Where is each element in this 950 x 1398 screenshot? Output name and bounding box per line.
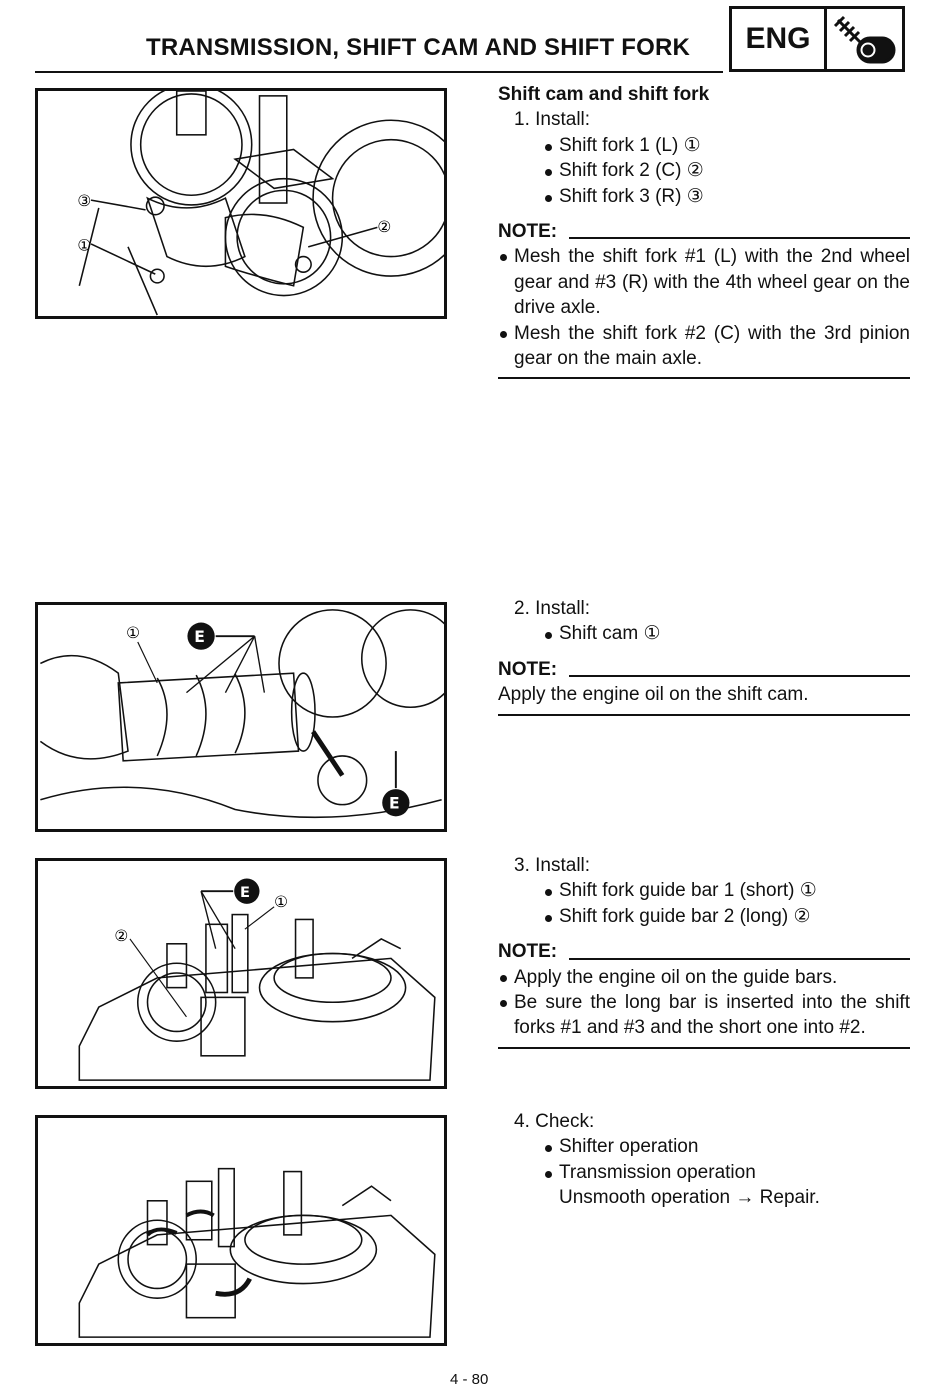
list-item: Shifter operation [498,1134,910,1159]
header-rule [35,71,723,73]
list-item: Shift fork 2 (C) ② [498,158,910,183]
section-check: 4. Check: Shifter operation Transmission… [498,1109,910,1211]
callout-3: ③ [77,192,91,210]
figure-shift-forks: ③ ① ② [35,88,447,319]
list-item: Shift fork guide bar 2 (long) ② [498,904,910,929]
step-2: 2. Install: [514,598,591,619]
oil-symbol-e: E [194,628,205,646]
section-install-shift-cam: 2. Install: Shift cam ① NOTE: Apply the … [498,596,910,716]
step-4: 4. Check: [514,1111,595,1132]
note-item: Mesh the shift fork #2 (C) with the 3rd … [498,321,910,372]
callout-1: ① [274,893,288,911]
guide-bar-illustration: E ① ② [78,878,436,1081]
check-operation-illustration [78,1167,436,1338]
section-install-guide-bars: 3. Install: Shift fork guide bar 1 (shor… [498,853,910,1049]
callout-1: ① [77,237,91,255]
list-item: Transmission operation [498,1160,910,1185]
note-end-rule [498,377,910,380]
list-item: Shift fork guide bar 1 (short) ① [498,878,910,903]
note-item: Be sure the long bar is inserted into th… [498,990,910,1041]
figure-shift-cam: E E ① [35,602,447,832]
engine-wrench-icon [827,9,902,69]
list-item: Shift fork 3 (R) ③ [498,184,910,209]
callout-1: ① [126,624,140,642]
section-badge: ENG [729,6,905,72]
note-heading: NOTE: [498,657,910,682]
note-item: Apply the engine oil on the guide bars. [498,965,910,990]
page-number: 4 - 80 [450,1371,489,1388]
step-3: 3. Install: [514,855,591,876]
section-shift-cam-fork: Shift cam and shift fork 1. Install: Shi… [498,82,910,380]
check-result-text: Unsmooth operation → Repair. [559,1187,820,1209]
note-heading: NOTE: [498,219,910,244]
note-end-rule [498,713,910,716]
callout-2: ② [114,927,128,945]
step-1: 1. Install: [514,109,591,131]
note-end-rule [498,1046,910,1049]
note-text: Apply the engine oil on the shift cam. [498,684,809,706]
oil-symbol-e-2: E [389,795,400,813]
note-item: Mesh the shift fork #1 (L) with the 2nd … [498,244,910,320]
oil-symbol-e: E [240,884,250,901]
callout-2: ② [377,218,391,236]
badge-label: ENG [732,9,827,69]
note-heading: NOTE: [498,939,910,964]
page-title: TRANSMISSION, SHIFT CAM AND SHIFT FORK [146,34,691,61]
section-heading: Shift cam and shift fork [498,84,710,105]
figure-guide-bars: E ① ② [35,858,447,1089]
shift-cam-illustration: E E ① [39,609,444,819]
list-item: Shift fork 1 (L) ① [498,133,910,158]
figure-check-operation [35,1115,447,1346]
list-item: Shift cam ① [498,621,910,646]
shift-fork-illustration: ③ ① ② [77,91,444,316]
